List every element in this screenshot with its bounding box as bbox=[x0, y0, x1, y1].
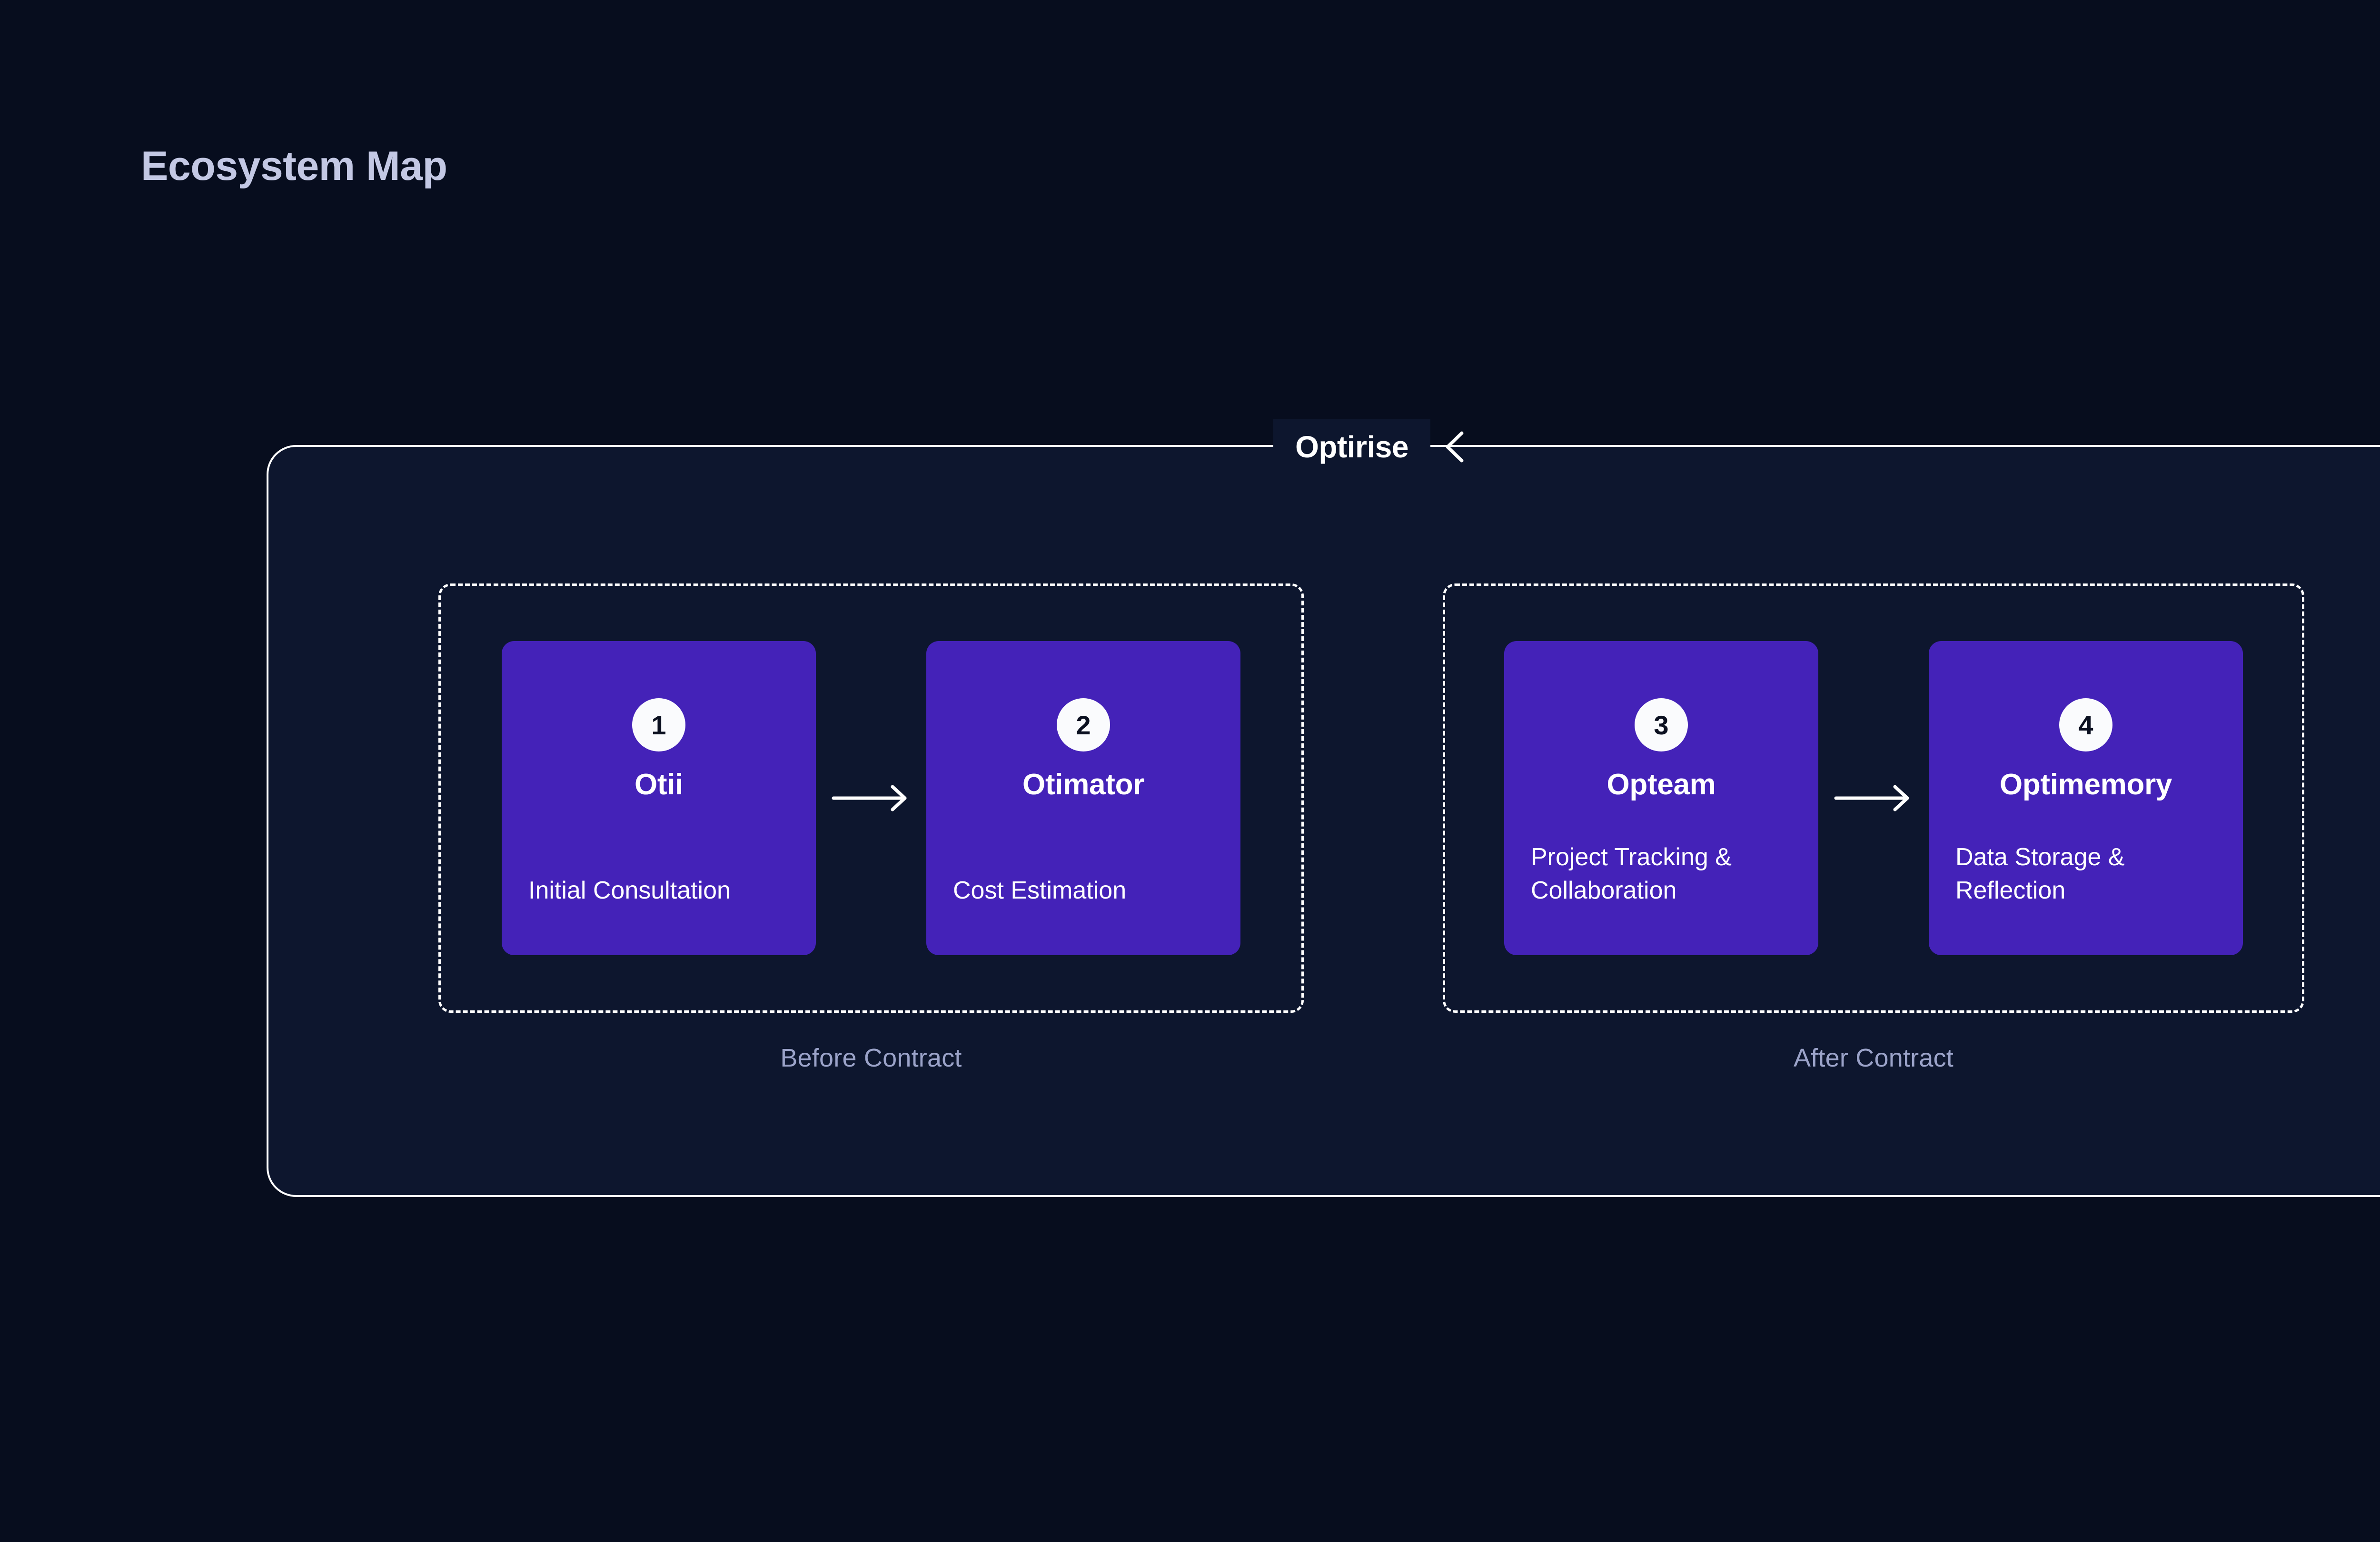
connector-arrow-3-to-4 bbox=[1818, 641, 1929, 955]
step-group-box: 1 Otii Initial Consultation bbox=[438, 583, 1304, 1013]
arrow-right-icon bbox=[1833, 781, 1914, 815]
step-groups-row: 1 Otii Initial Consultation bbox=[268, 447, 2380, 1195]
step-description: Cost Estimation bbox=[953, 877, 1127, 905]
step-number-badge: 2 bbox=[1057, 698, 1110, 751]
step-group-after-contract: 3 Opteam Project Tracking & Collaboratio… bbox=[1443, 583, 2304, 1073]
step-number-badge: 3 bbox=[1635, 698, 1688, 751]
group-caption-before-contract: Before Contract bbox=[780, 1044, 962, 1072]
step-description: Initial Consultation bbox=[528, 877, 731, 905]
step-name: Optimemory bbox=[1999, 768, 2172, 801]
step-card-opteam[interactable]: 3 Opteam Project Tracking & Collaboratio… bbox=[1504, 641, 1818, 955]
step-number-badge: 1 bbox=[632, 698, 685, 751]
connector-arrow-1-to-2 bbox=[816, 641, 926, 955]
step-group-box: 3 Opteam Project Tracking & Collaboratio… bbox=[1443, 583, 2304, 1013]
page-title: Ecosystem Map bbox=[141, 143, 447, 189]
arrow-right-icon bbox=[831, 781, 912, 815]
step-name: Opteam bbox=[1606, 768, 1716, 801]
step-description: Data Storage & Reflection bbox=[1955, 843, 2125, 905]
step-card-optimemory[interactable]: 4 Optimemory Data Storage & Reflection bbox=[1929, 641, 2243, 955]
step-group-before-contract: 1 Otii Initial Consultation bbox=[438, 583, 1304, 1073]
step-card-otii[interactable]: 1 Otii Initial Consultation bbox=[502, 641, 816, 955]
step-name: Otimator bbox=[1022, 768, 1144, 801]
step-description: Project Tracking & Collaboration bbox=[1531, 843, 1732, 905]
ecosystem-frame: Optirise 1 Otii Initial Consultation bbox=[267, 419, 2380, 1197]
step-card-otimator[interactable]: 2 Otimator Cost Estimation bbox=[926, 641, 1240, 955]
group-caption-after-contract: After Contract bbox=[1794, 1044, 1954, 1072]
step-number-badge: 4 bbox=[2059, 698, 2112, 751]
step-name: Otii bbox=[634, 768, 684, 801]
